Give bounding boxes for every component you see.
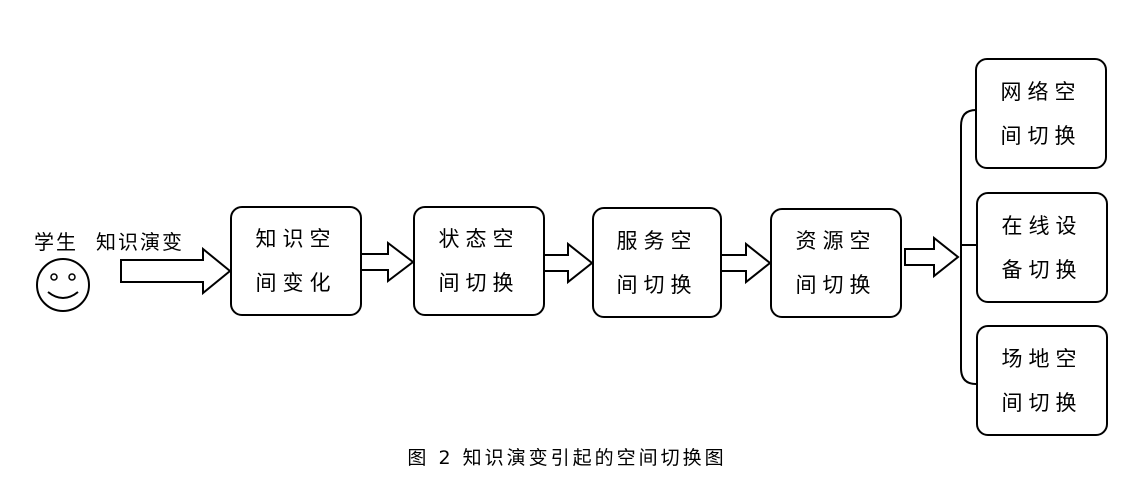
box-line: 间变化 <box>255 271 337 295</box>
box-line: 服务空 <box>616 228 698 253</box>
box-state-space-switch: 状态空 间切换 <box>413 206 545 316</box>
arrow-chain-1 <box>360 240 415 284</box>
figure-caption: 图 2 知识演变引起的空间切换图 <box>407 447 727 469</box>
box-line: 知识空 <box>255 227 337 251</box>
smiley-face-icon <box>36 258 90 312</box>
box-network-space-switch: 网络空 间切换 <box>975 58 1107 169</box>
box-service-space-switch: 服务空 间切换 <box>592 207 722 318</box>
arrow-chain-2 <box>543 241 594 285</box>
box-line: 资源空 <box>795 229 877 253</box>
box-line: 间切换 <box>438 271 520 295</box>
box-line: 间切换 <box>1000 123 1082 148</box>
box-line: 状态空 <box>438 227 520 251</box>
box-online-device-switch: 在线设 备切换 <box>976 192 1108 303</box>
box-venue-space-switch: 场地空 间切换 <box>976 325 1108 436</box>
evolution-label: 知识演变 <box>96 230 184 254</box>
box-line: 在线设 <box>1001 213 1083 238</box>
box-line: 网络空 <box>1000 79 1082 104</box>
box-line: 备切换 <box>1001 257 1083 282</box>
box-resource-space-switch: 资源空 间切换 <box>770 208 902 318</box>
box-line: 间切换 <box>1001 390 1083 415</box>
student-label: 学生 <box>34 230 78 254</box>
arrow-chain-3 <box>720 241 772 285</box>
box-line: 场地空 <box>1001 346 1083 371</box>
arrow-chain-4 <box>904 235 960 279</box>
box-knowledge-space-change: 知识空 间变化 <box>230 206 362 316</box>
arrow-evolution <box>120 246 232 296</box>
box-line: 间切换 <box>795 273 877 297</box>
branch-bracket <box>960 109 977 385</box>
box-line: 间切换 <box>616 272 698 297</box>
